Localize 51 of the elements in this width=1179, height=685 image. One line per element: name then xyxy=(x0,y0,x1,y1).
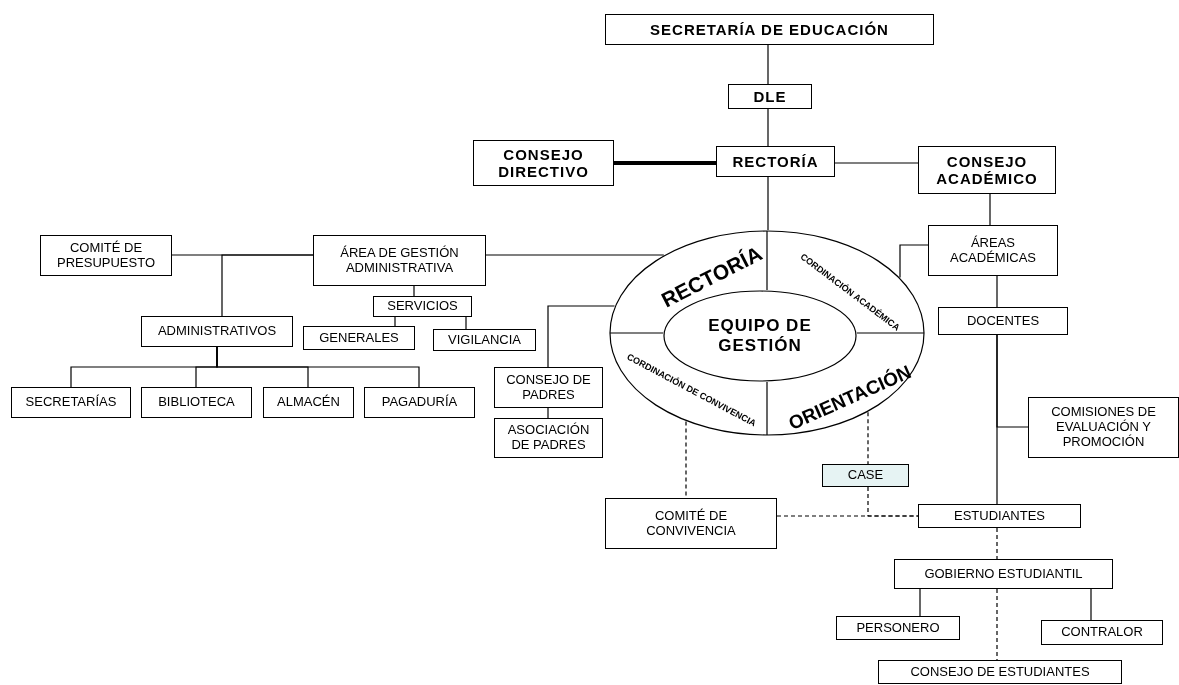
connector-line xyxy=(221,254,314,317)
org-box: ÁREAS ACADÉMICAS xyxy=(928,225,1058,276)
org-box: CONSEJO ACADÉMICO xyxy=(918,146,1056,194)
org-box: SECRETARÍAS xyxy=(11,387,131,418)
org-box: CONTRALOR xyxy=(1041,620,1163,645)
connector-line xyxy=(1090,588,1092,621)
connector-line xyxy=(996,334,1029,428)
org-box: BIBLIOTECA xyxy=(141,387,252,418)
connector-line xyxy=(413,285,415,297)
connector-line xyxy=(547,407,549,419)
org-box: ALMACÉN xyxy=(263,387,354,418)
org-box: GENERALES xyxy=(303,326,415,350)
connector-line xyxy=(767,44,769,85)
connector-line xyxy=(899,244,929,278)
connector-line xyxy=(834,162,919,164)
connector-line xyxy=(996,275,998,308)
org-box: VIGILANCIA xyxy=(433,329,536,351)
org-box: CASE xyxy=(822,464,909,487)
connector-line xyxy=(394,316,396,327)
org-box: RECTORÍA xyxy=(716,146,835,177)
org-box: CONSEJO DE ESTUDIANTES xyxy=(878,660,1122,684)
connector-line xyxy=(216,346,420,388)
org-box: SERVICIOS xyxy=(373,296,472,317)
connector-line xyxy=(465,316,467,330)
org-box: COMISIONES DE EVALUACIÓN Y PROMOCIÓN xyxy=(1028,397,1179,458)
org-box: CONSEJO DE PADRES xyxy=(494,367,603,408)
dashed-connector xyxy=(867,411,869,465)
org-box: DOCENTES xyxy=(938,307,1068,335)
org-box: COMITÉ DE CONVIVENCIA xyxy=(605,498,777,549)
dashed-connector xyxy=(996,527,998,560)
org-box: GOBIERNO ESTUDIANTIL xyxy=(894,559,1113,589)
connector-line xyxy=(919,588,921,617)
org-box: DLE xyxy=(728,84,812,109)
org-box: ÁREA DE GESTIÓN ADMINISTRATIVA xyxy=(313,235,486,286)
connector-line xyxy=(989,193,991,226)
connector-line xyxy=(547,305,616,368)
org-box: ADMINISTRATIVOS xyxy=(141,316,293,347)
org-box: COMITÉ DE PRESUPUESTO xyxy=(40,235,172,276)
connector-line xyxy=(767,176,769,231)
connector-line xyxy=(485,254,665,256)
org-box: PAGADURÍA xyxy=(364,387,475,418)
connector-line xyxy=(614,161,716,165)
org-box: CONSEJO DIRECTIVO xyxy=(473,140,614,186)
org-box: ASOCIACIÓN DE PADRES xyxy=(494,418,603,458)
org-box: SECRETARÍA DE EDUCACIÓN xyxy=(605,14,934,45)
connector-line xyxy=(767,108,769,147)
ring-ellipse xyxy=(609,230,925,436)
center-label: EQUIPO DE GESTIÓN xyxy=(707,316,813,356)
org-box: ESTUDIANTES xyxy=(918,504,1081,528)
dashed-connector xyxy=(867,486,919,517)
org-box: PERSONERO xyxy=(836,616,960,640)
